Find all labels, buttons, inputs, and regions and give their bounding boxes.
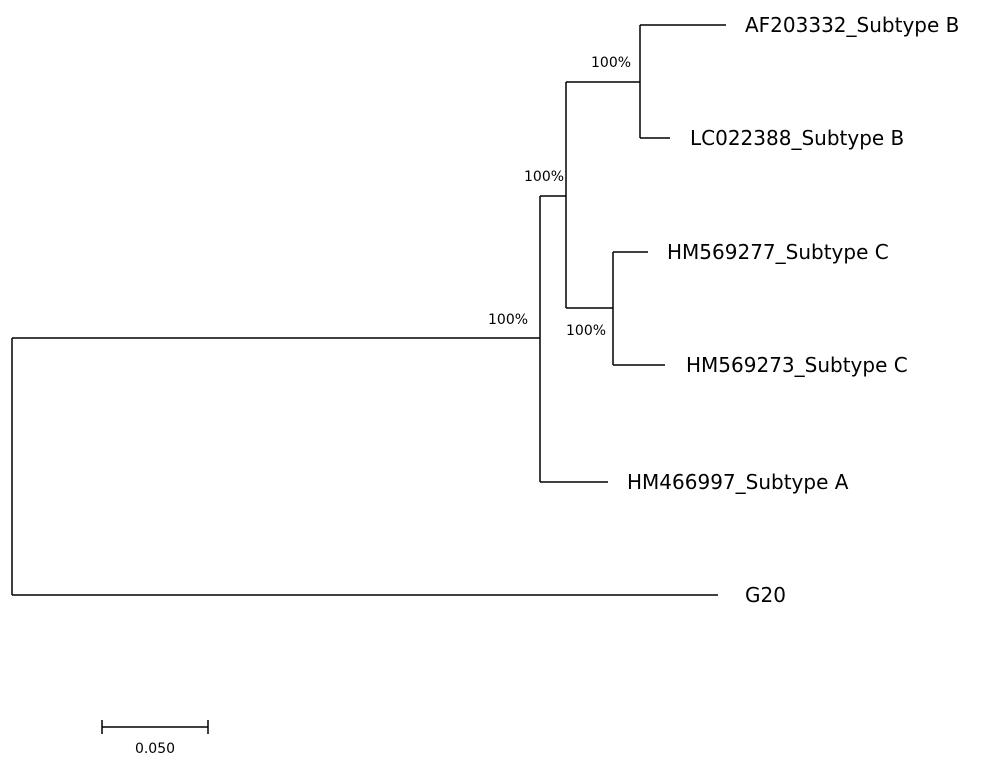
support-value-b-c: 100% [524, 169, 564, 185]
taxon-label-hm569273: HM569273_Subtype C [686, 353, 908, 377]
scale-bar: 0.050 [101, 720, 209, 757]
taxon-label-hm569277: HM569277_Subtype C [667, 240, 889, 264]
taxon-label-lc022388: LC022388_Subtype B [690, 126, 904, 150]
taxon-label-hm466997: HM466997_Subtype A [627, 470, 849, 494]
scale-bar-label: 0.050 [135, 741, 175, 757]
taxon-label-g20: G20 [745, 583, 786, 607]
taxon-label-af203332: AF203332_Subtype B [745, 13, 959, 37]
support-value-a-b-c: 100% [488, 312, 528, 328]
support-value-subtype-b: 100% [591, 55, 631, 71]
support-value-subtype-c: 100% [566, 323, 606, 339]
